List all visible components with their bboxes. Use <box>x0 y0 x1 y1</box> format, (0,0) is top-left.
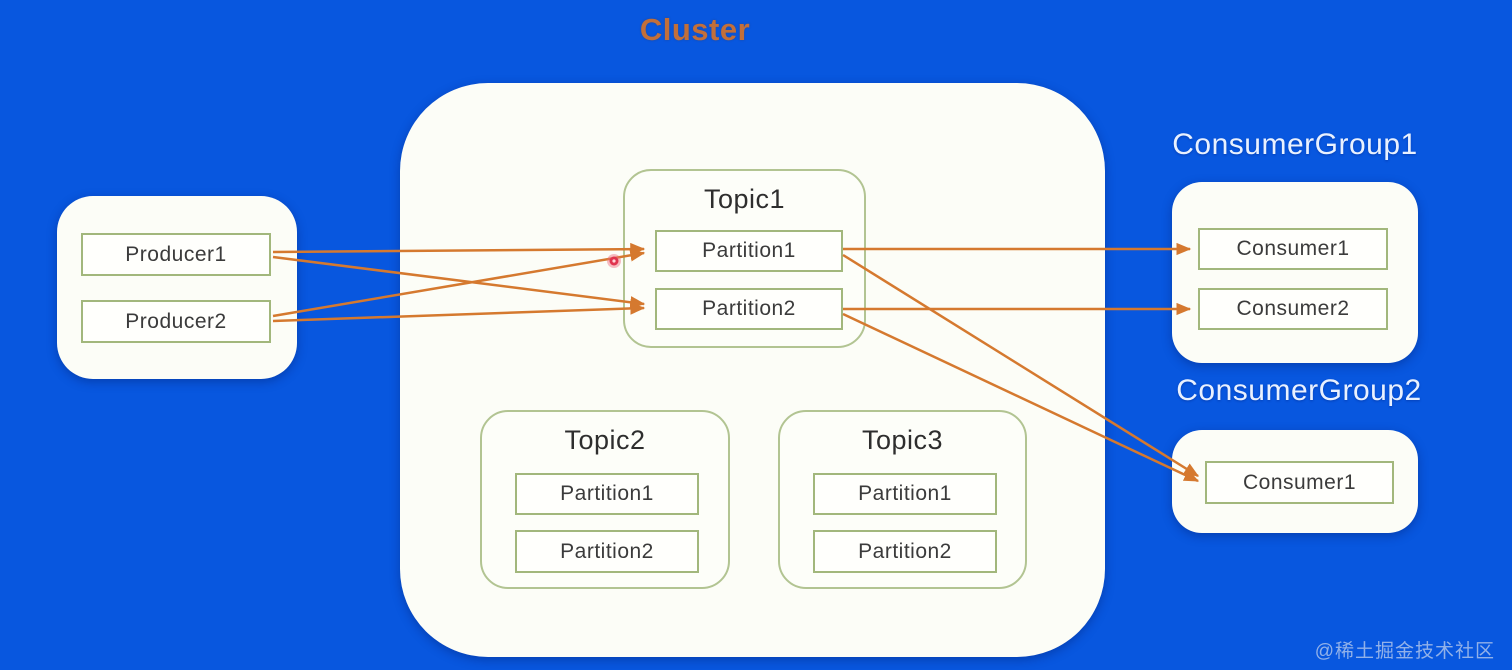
topic2-partition1-label: Partition1 <box>560 482 654 505</box>
consumer-group2-panel: Consumer1 <box>1172 430 1418 533</box>
cg1-consumer1-label: Consumer1 <box>1236 237 1350 260</box>
producer-group-panel: Producer1 Producer2 <box>57 196 297 379</box>
topic1-partition2-node: Partition2 <box>655 288 843 330</box>
watermark: @稀土掘金技术社区 <box>1314 641 1495 662</box>
topic3-partition1-node: Partition1 <box>813 473 997 515</box>
topic3-partition2-label: Partition2 <box>858 539 952 563</box>
producer2-node: Producer2 <box>81 300 271 343</box>
cluster-title: Cluster <box>639 12 751 47</box>
topic1-title: Topic1 <box>703 184 786 214</box>
topic3-title: Topic3 <box>861 425 944 455</box>
producer1-node: Producer1 <box>81 233 271 276</box>
topic1-box: Topic1 Partition1 Partition2 <box>623 169 866 348</box>
topic2-partition1-node: Partition1 <box>515 473 699 515</box>
topic2-title: Topic2 <box>564 425 646 455</box>
cg1-consumer2-label: Consumer2 <box>1236 297 1350 320</box>
consumer-group2-title: ConsumerGroup2 <box>1176 374 1422 407</box>
topic3-partition1-label: Partition1 <box>858 482 952 505</box>
cg1-consumer2-node: Consumer2 <box>1198 288 1388 330</box>
topic2-partition2-node: Partition2 <box>515 530 699 573</box>
topic1-partition1-node: Partition1 <box>655 230 843 272</box>
cluster-panel: Topic1 Partition1 Partition2 Topic2 Part… <box>400 83 1105 657</box>
consumer-group1-panel: Consumer1 Consumer2 <box>1172 182 1418 363</box>
topic3-box: Topic3 Partition1 Partition2 <box>778 410 1027 589</box>
cg1-consumer1-node: Consumer1 <box>1198 228 1388 270</box>
topic3-partition2-node: Partition2 <box>813 530 997 573</box>
topic1-partition1-label: Partition1 <box>702 239 796 262</box>
topic1-partition2-label: Partition2 <box>702 297 796 320</box>
topic2-box: Topic2 Partition1 Partition2 <box>480 410 730 589</box>
producer2-label: Producer2 <box>125 309 227 333</box>
cg2-consumer1-node: Consumer1 <box>1205 461 1394 504</box>
consumer-group1-title: ConsumerGroup1 <box>1172 128 1418 161</box>
cg2-consumer1-label: Consumer1 <box>1242 470 1357 494</box>
producer1-label: Producer1 <box>125 242 227 266</box>
topic2-partition2-label: Partition2 <box>560 539 654 563</box>
